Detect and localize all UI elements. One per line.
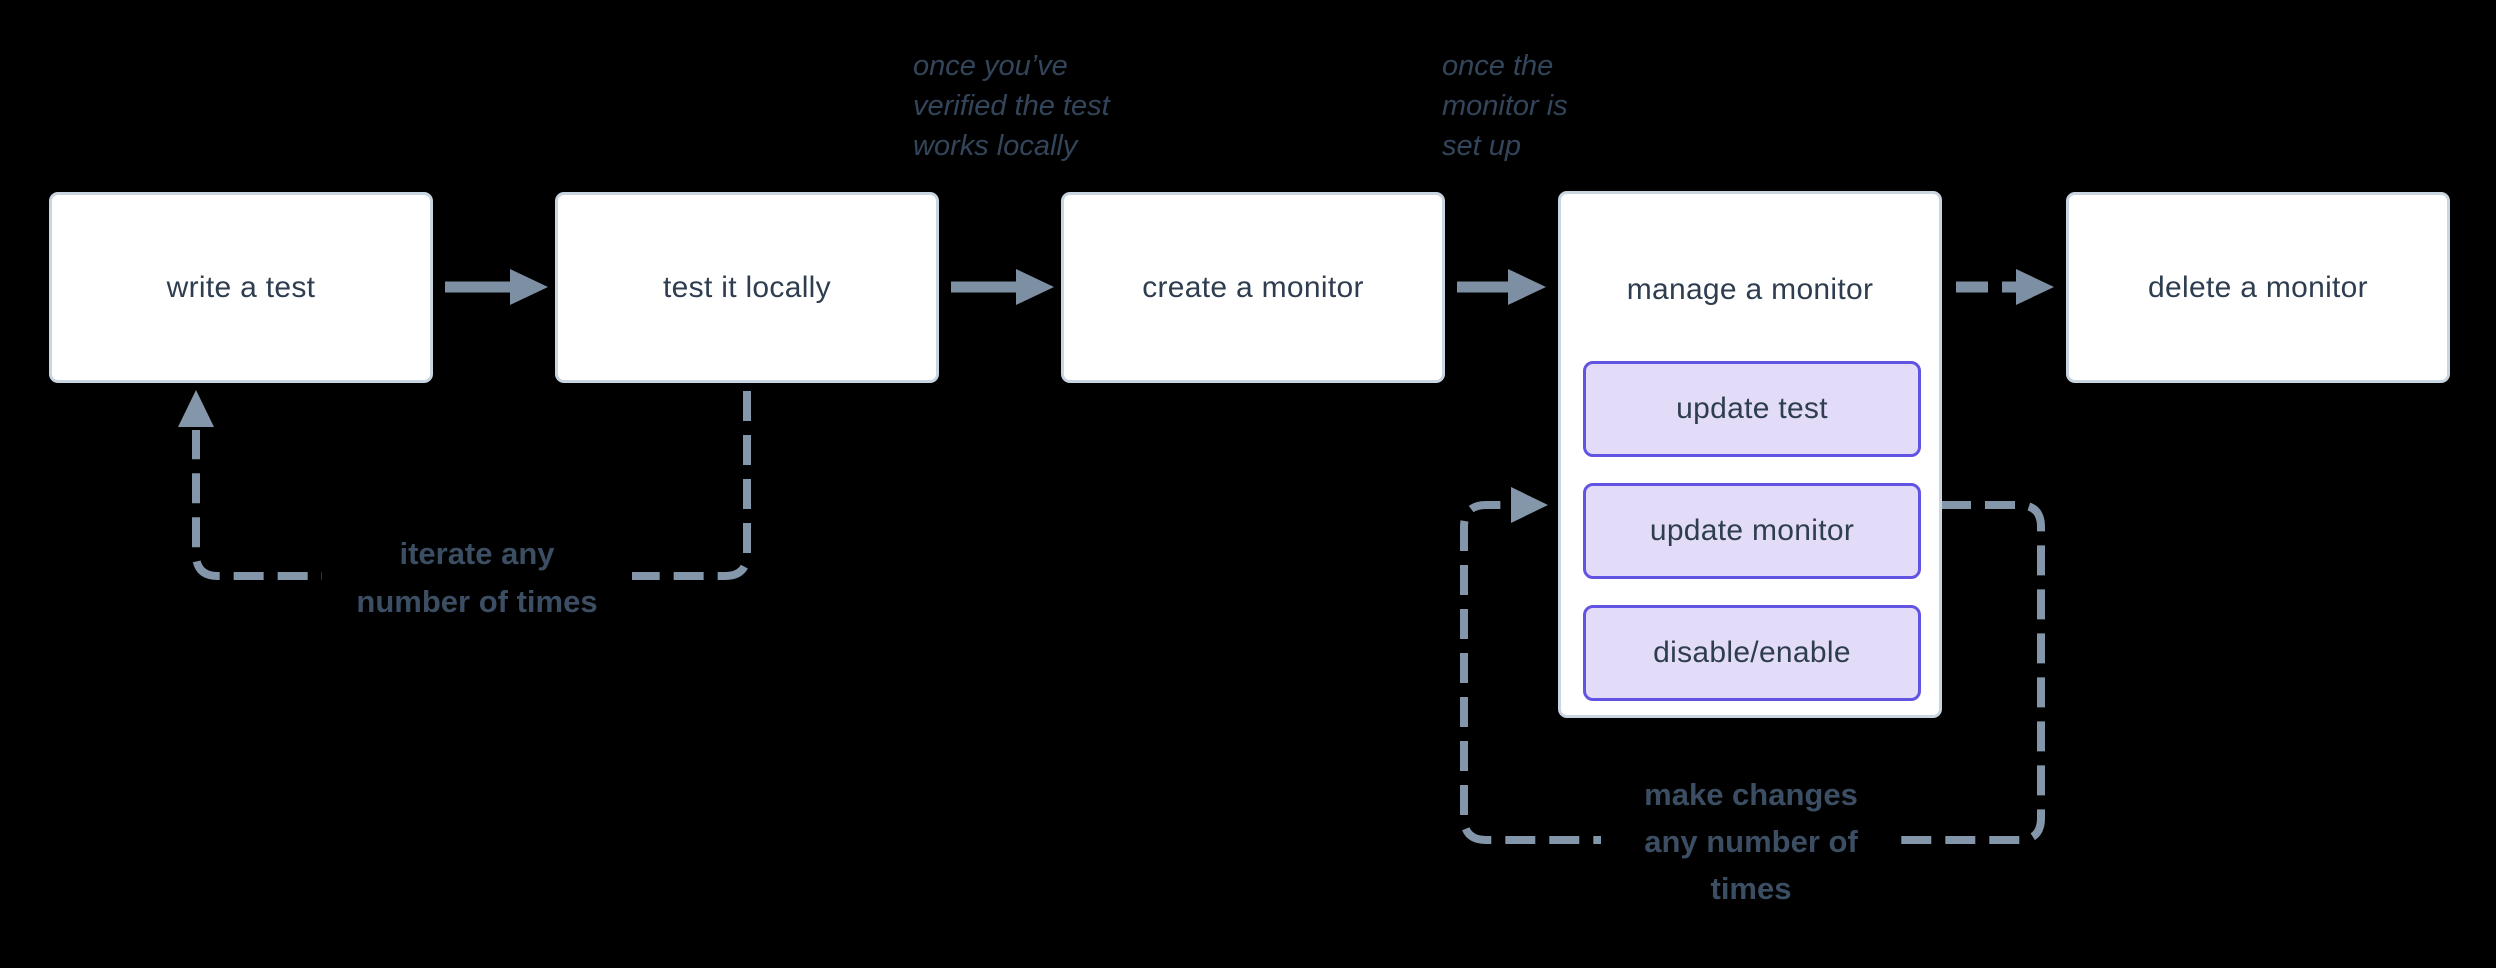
loop-label-line: number of times (356, 584, 598, 619)
node-test-it-locally: test it locally (555, 192, 939, 383)
loop-label-line: iterate any (399, 536, 555, 571)
action-update-test: update test (1583, 361, 1921, 457)
arrow-write-to-test-head (510, 269, 548, 305)
action-label: update monitor (1649, 514, 1855, 547)
action-label: update test (1676, 392, 1828, 425)
loop-label-iterate: iterate any number of times (322, 530, 632, 626)
annotation-line: set up (1442, 130, 1521, 162)
node-write-a-test: write a test (49, 192, 433, 383)
annotation-monitor-set-up: once the monitor is set up (1442, 46, 1568, 166)
loop-label-line: times (1710, 871, 1792, 906)
annotation-line: verified the test (913, 90, 1110, 122)
node-title-area: manage a monitor (1561, 194, 1939, 386)
loop-make-changes-arrowhead (1511, 487, 1548, 523)
arrow-test-to-create-head (1016, 269, 1054, 305)
action-disable-enable: disable/enable (1583, 605, 1921, 701)
node-label: delete a monitor (2148, 270, 2368, 304)
node-manage-a-monitor: manage a monitor update test update moni… (1558, 191, 1942, 718)
loop-label-line: any number of (1644, 824, 1858, 859)
arrow-create-to-manage-head (1508, 269, 1546, 305)
loop-iterate-arrowhead (178, 390, 214, 427)
node-label: create a monitor (1142, 270, 1364, 304)
annotation-line: monitor is (1442, 90, 1568, 122)
loop-label-make-changes: make changes any number of times (1601, 771, 1901, 912)
arrow-manage-to-delete-head (2016, 269, 2054, 305)
action-label: disable/enable (1653, 636, 1851, 669)
loop-label-line: make changes (1644, 777, 1858, 812)
annotation-line: once the (1442, 50, 1554, 82)
node-label: write a test (166, 270, 316, 304)
node-label: manage a monitor (1626, 273, 1874, 306)
annotation-line: works locally (913, 130, 1078, 162)
action-update-monitor: update monitor (1583, 483, 1921, 579)
node-label: test it locally (663, 270, 831, 304)
annotation-line: once you’ve (913, 50, 1068, 82)
node-delete-a-monitor: delete a monitor (2066, 192, 2450, 383)
annotation-verified-locally: once you’ve verified the test works loca… (913, 46, 1110, 166)
node-create-a-monitor: create a monitor (1061, 192, 1445, 383)
